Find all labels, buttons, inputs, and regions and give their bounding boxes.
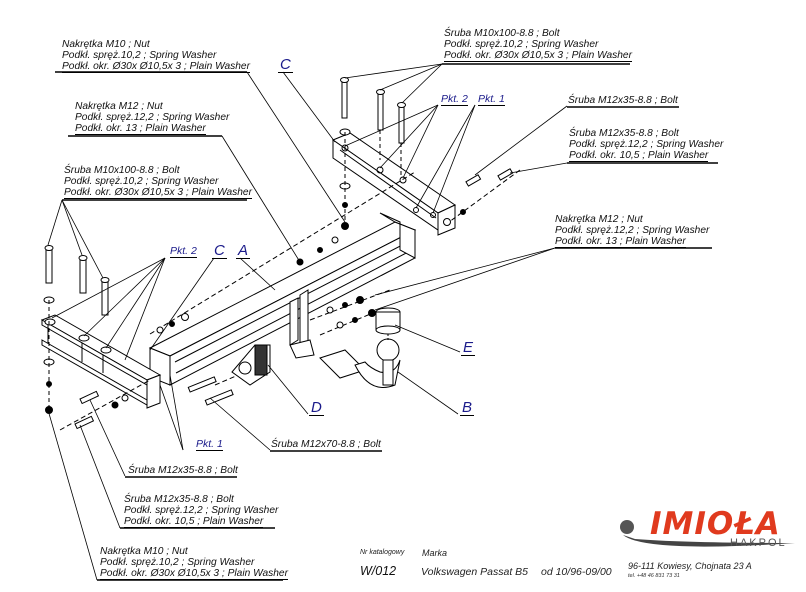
hakpol-logo-swoosh <box>620 520 795 547</box>
company-phone: tel. +48 46 831 73 31 <box>628 573 680 579</box>
underline <box>567 106 679 108</box>
part-letter-e: E <box>461 339 476 356</box>
catalog-number-label: Nr katalogowy <box>360 549 405 556</box>
part-letter-c-left: C <box>212 242 227 259</box>
fastener-chains <box>59 168 521 431</box>
towball-icon <box>620 520 634 534</box>
crossbar-a <box>148 212 417 386</box>
callout-nut-m12-left: Nakrętka M12 ; Nut Podkł. spręż.12,2 ; S… <box>75 101 230 135</box>
top-vertical-bolts <box>339 77 406 230</box>
logo-name: IMIOŁA <box>650 506 781 542</box>
callout-bolt-m12x35-set-right: Śruba M12x35-8.8 ; Bolt Podkł. spręż.12,… <box>569 128 724 162</box>
leader-lines <box>47 63 718 581</box>
tag-pkt1-bottom: Pkt. 1 <box>196 438 223 451</box>
callout-bolt-m10-top-right: Śruba M10x100-8.8 ; Bolt Podkł. spręż.10… <box>444 28 632 62</box>
bracket-c-left <box>40 314 162 409</box>
callout-bolt-m12x35-right: Śruba M12x35-8.8 ; Bolt <box>568 95 678 106</box>
tag-pkt2-top: Pkt. 2 <box>441 93 468 106</box>
company-address: 96-111 Kowiesy, Chojnata 23 A <box>628 561 752 571</box>
tag-pkt2-left: Pkt. 2 <box>170 245 197 258</box>
callout-bolt-m12x35-set-bottom: Śruba M12x35-8.8 ; Bolt Podkł. spręż.12,… <box>124 494 279 528</box>
socket-plate-d <box>231 344 271 386</box>
underline <box>125 476 237 478</box>
logo-subtitle: HAKPOL <box>730 537 787 549</box>
part-letter-c-top: C <box>278 56 293 73</box>
tag-pkt1-top: Pkt. 1 <box>478 93 505 106</box>
mounting-plates <box>289 289 315 359</box>
underline <box>270 450 382 452</box>
callout-bolt-m10-left: Śruba M10x100-8.8 ; Bolt Podkł. spręż.10… <box>64 165 252 199</box>
brand-label: Marka <box>422 548 448 558</box>
part-letter-a: A <box>236 242 251 259</box>
callout-nut-m10-top-left: Nakrętka M10 ; Nut Podkł. spręż.10,2 ; S… <box>62 39 250 73</box>
left-vertical-bolts <box>43 245 110 414</box>
callout-bolt-m12x35-bottom: Śruba M12x35-8.8 ; Bolt <box>128 465 238 476</box>
vehicle-model: Volkswagen Passat B5 <box>421 566 529 578</box>
part-letter-d: D <box>309 399 324 416</box>
ball-neck-b <box>319 338 401 388</box>
callout-nut-m10-bottom: Nakrętka M10 ; Nut Podkł. spręż.10,2 ; S… <box>100 546 288 580</box>
callout-bolt-m12x70: Śruba M12x70-8.8 ; Bolt <box>271 439 381 450</box>
ball-cap-e <box>375 307 401 340</box>
production-years: od 10/96-09/00 <box>541 566 612 578</box>
callout-nut-m12-right: Nakrętka M12 ; Nut Podkł. spręż.12,2 ; S… <box>555 214 710 248</box>
catalog-number: W/012 <box>360 564 397 578</box>
part-letter-b: B <box>460 399 475 416</box>
